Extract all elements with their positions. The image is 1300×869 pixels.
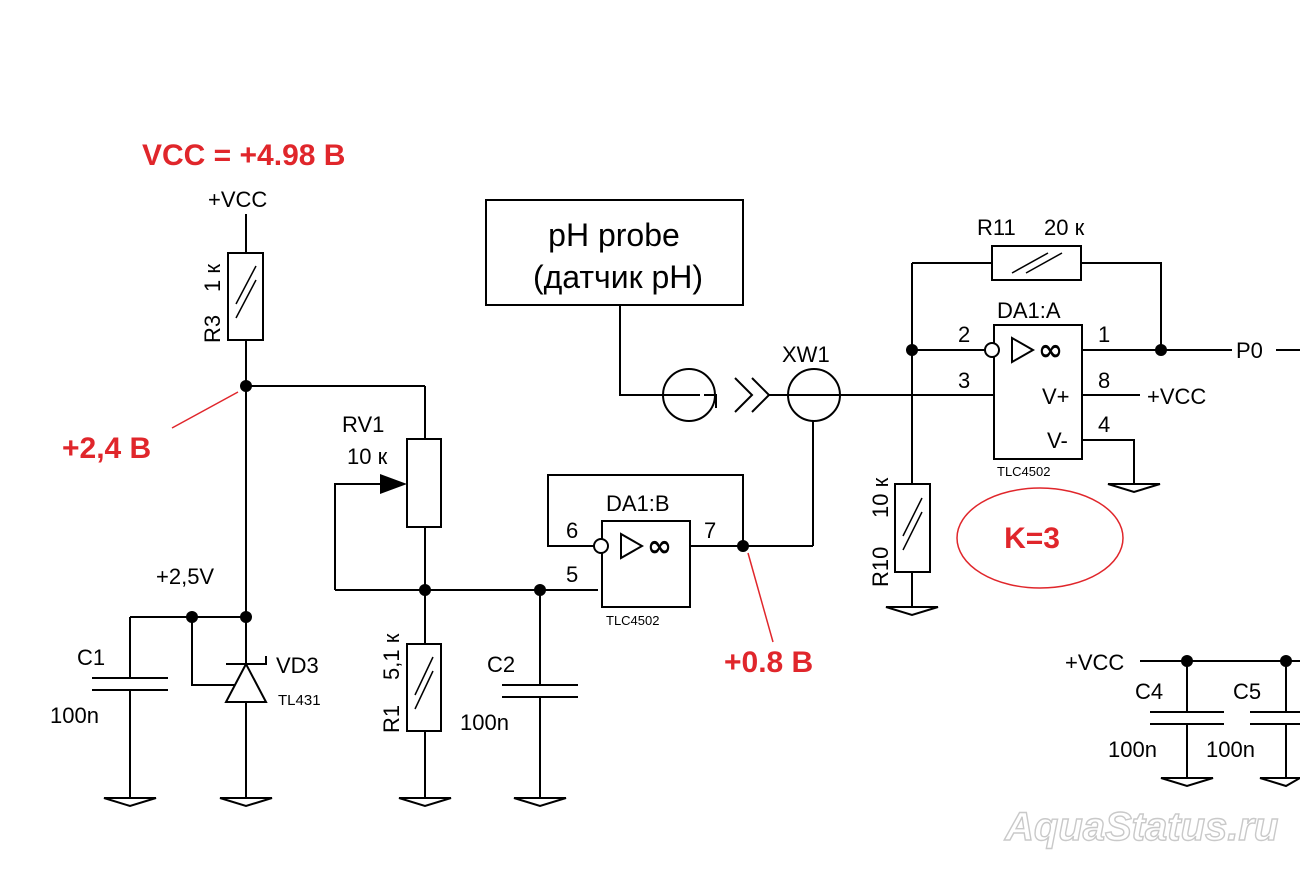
c1-value: 100n bbox=[50, 703, 99, 728]
c4-value: 100n bbox=[1108, 737, 1157, 762]
r10-value: 10 к bbox=[868, 477, 893, 518]
potentiometer-rv1: RV1 10 к bbox=[334, 412, 442, 590]
r10-ref: R10 bbox=[868, 547, 893, 587]
capacitor-c2: C2 100n bbox=[460, 590, 578, 798]
da1a-pin1: 1 bbox=[1098, 322, 1110, 347]
opamp-da1b: DA1:B TLC4502 ∞ 6 5 7 bbox=[566, 491, 716, 628]
ground-icon bbox=[1107, 483, 1161, 494]
resistor-r1: R1 5,1 к bbox=[379, 633, 442, 733]
ground-icon bbox=[398, 797, 452, 808]
c5-ref: C5 bbox=[1233, 679, 1261, 704]
node-r3-pointer bbox=[171, 391, 239, 429]
junction-rv1-r1 bbox=[419, 584, 431, 596]
vcc-value-annotation: VCC = +4.98 В bbox=[142, 139, 345, 172]
probe-line2: (датчик pH) bbox=[533, 259, 703, 295]
da1a-pin3: 3 bbox=[958, 368, 970, 393]
ground-icon bbox=[103, 797, 157, 808]
r11-ref: R11 bbox=[977, 215, 1016, 240]
opamp-triangle-icon bbox=[620, 532, 645, 560]
da1a-pin2: 2 bbox=[958, 322, 970, 347]
resistor-r11: R11 20 к bbox=[977, 215, 1085, 281]
da1b-pin7: 7 bbox=[704, 518, 716, 543]
ph-probe-box: pH probe (датчик pH) bbox=[485, 199, 744, 306]
rv1-ref: RV1 bbox=[342, 412, 384, 437]
opamp-da1a: DA1:A TLC4502 ∞ V+ V- 2 3 1 8 4 bbox=[958, 298, 1110, 479]
vcc-da1a-label: +VCC bbox=[1147, 384, 1206, 409]
gain-annotation: K=3 bbox=[1004, 522, 1060, 555]
capacitor-c5: C5 100n bbox=[1206, 661, 1300, 778]
capacitor-c4: C4 100n bbox=[1108, 661, 1224, 778]
resistor-r10: R10 10 к bbox=[868, 477, 931, 587]
xw1-ref: XW1 bbox=[782, 342, 830, 367]
junction-vd3-cathode bbox=[240, 611, 252, 623]
c2-value: 100n bbox=[460, 710, 509, 735]
ground-icon bbox=[219, 797, 273, 808]
ground-icon bbox=[1259, 777, 1300, 788]
r1-value: 5,1 к bbox=[379, 633, 404, 680]
da1b-ref: DA1:B bbox=[606, 491, 670, 516]
inverting-bubble-icon bbox=[593, 538, 609, 554]
ref-2v5-label: +2,5V bbox=[156, 564, 214, 589]
da1a-vplus: V+ bbox=[1042, 384, 1070, 409]
capacitor-c1: C1 100n bbox=[50, 617, 168, 798]
r11-value: 20 к bbox=[1044, 215, 1085, 240]
da1a-ref: DA1:A bbox=[997, 298, 1061, 323]
c5-value: 100n bbox=[1206, 737, 1255, 762]
infinity-icon: ∞ bbox=[1038, 333, 1063, 368]
coax-connector-xw1: XW1 bbox=[662, 342, 841, 422]
node-out-b-pointer bbox=[747, 552, 774, 643]
r3-ref: R3 bbox=[200, 315, 225, 343]
da1a-pin8: 8 bbox=[1098, 368, 1110, 393]
ground-icon bbox=[513, 797, 567, 808]
rv1-value: 10 к bbox=[347, 444, 388, 469]
opamp-triangle-icon bbox=[1011, 336, 1036, 364]
r1-ref: R1 bbox=[379, 705, 404, 733]
c4-ref: C4 bbox=[1135, 679, 1163, 704]
ground-icon bbox=[885, 606, 939, 617]
vcc-top-net: +VCC bbox=[208, 187, 267, 253]
junction-da1a-out bbox=[1155, 344, 1167, 356]
da1b-pin6: 6 bbox=[566, 518, 578, 543]
node-r3-voltage: +2,4 В bbox=[62, 432, 151, 465]
probe-line1: pH probe bbox=[548, 217, 680, 253]
da1b-pin5: 5 bbox=[566, 562, 578, 587]
watermark: AquaStatus.ru bbox=[1004, 805, 1278, 849]
ground-icon bbox=[1160, 777, 1214, 788]
vcc-caps-label: +VCC bbox=[1065, 650, 1124, 675]
infinity-icon: ∞ bbox=[647, 529, 672, 564]
inverting-bubble-icon bbox=[984, 342, 1000, 358]
vd3-part: TL431 bbox=[278, 692, 321, 709]
da1a-vminus: V- bbox=[1047, 428, 1068, 453]
r3-value: 1 к bbox=[200, 264, 225, 292]
da1a-pin4: 4 bbox=[1098, 412, 1110, 437]
gain-ellipse bbox=[956, 487, 1124, 589]
resistor-r3: R3 1 к bbox=[200, 252, 264, 343]
da1b-part: TLC4502 bbox=[606, 613, 659, 628]
wiper-arrow-icon bbox=[380, 474, 407, 494]
zener-vd3: VD3 TL431 bbox=[191, 617, 321, 709]
node-out-b-voltage: +0.8 В bbox=[724, 646, 813, 679]
c1-ref: C1 bbox=[77, 645, 105, 670]
vd3-ref: VD3 bbox=[276, 653, 319, 678]
p0-label: P0 bbox=[1236, 338, 1263, 363]
da1a-part: TLC4502 bbox=[997, 464, 1050, 479]
vcc-top-label: +VCC bbox=[208, 187, 267, 212]
junction-da1b-out bbox=[737, 540, 749, 552]
c2-ref: C2 bbox=[487, 652, 515, 677]
